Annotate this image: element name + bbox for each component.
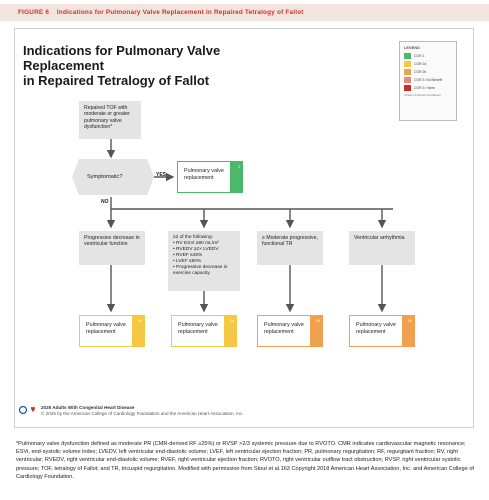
flow-connectors <box>72 139 393 313</box>
diagram-title: Indications for Pulmonary Valve Replacem… <box>23 43 293 88</box>
yes-outcome: Pulmonary valve replacement 1 <box>177 161 243 193</box>
legend-footer: (Class of Recommendation) <box>404 93 442 97</box>
criterion-item: • RVEDV ≥2× LVEDV <box>173 247 219 252</box>
criterion-multi-header: ≥2 of the following: <box>173 235 213 240</box>
decision-shape <box>72 159 154 195</box>
legend-label: COR 2b <box>414 70 427 74</box>
legend-item: COR 3: Harm <box>404 85 452 91</box>
legend-item: COR 3: No Benefit <box>404 77 452 83</box>
copyright-line2: © 2025 by the American College of Cardio… <box>41 411 244 416</box>
outcome-box: Pulmonary valve replacement 2b <box>349 315 415 347</box>
figure-label-bar: FIGURE 6 Indications for Pulmonary Valve… <box>0 4 489 21</box>
criterion-arrhythmia-label: Ventricular arrhythmia <box>354 235 405 241</box>
yes-outcome-label: Pulmonary valve replacement <box>184 168 224 181</box>
footnote: *Pulmonary valve dysfunction defined as … <box>16 441 474 480</box>
criterion-tr-label: ≥ Moderate progressive, functional TR <box>262 235 318 248</box>
legend-swatch <box>404 53 411 59</box>
start-node-label: Repaired TOF with moderate or greater pu… <box>84 105 130 131</box>
outcome-label: Pulmonary valve replacement <box>264 322 304 335</box>
criterion-multi: ≥2 of the following: • RV ESVi ≥80 mL/m²… <box>168 231 240 291</box>
cor-code: 1 <box>238 165 240 169</box>
copyright-line1: 2025 Adults With Congenital Heart Diseas… <box>41 405 135 410</box>
no-label: NO <box>101 199 109 205</box>
outcome-box: Pulmonary valve replacement 2a <box>171 315 237 347</box>
legend-swatch <box>404 69 411 75</box>
cor-bar: 1 <box>230 162 242 192</box>
legend-label: COR 2a <box>414 62 427 66</box>
criterion-item: • LVEF ≤50% <box>173 259 202 264</box>
legend-item: COR 2b <box>404 69 452 75</box>
criterion-item: • RV ESVi ≥80 mL/m² <box>173 241 219 246</box>
copyright-block: 2025 Adults With Congenital Heart Diseas… <box>41 405 244 417</box>
cor-code: 2a <box>138 319 142 323</box>
legend-item: COR 1 <box>404 53 452 59</box>
cor-code: 2a <box>230 319 234 323</box>
criterion-progressive: Progressive decrease in ventricular func… <box>79 231 145 265</box>
legend-label: COR 1 <box>414 54 425 58</box>
legend: LEGEND COR 1 COR 2a COR 2b COR 3: No Ben… <box>399 41 457 121</box>
diagram-panel: Indications for Pulmonary Valve Replacem… <box>14 28 474 428</box>
cor-bar: 2a <box>132 316 144 346</box>
cor-bar: 2b <box>310 316 322 346</box>
figure-title: Indications for Pulmonary Valve Replacem… <box>56 9 304 16</box>
cor-code: 2b <box>408 319 412 323</box>
cor-bar: 2b <box>402 316 414 346</box>
figure-number: FIGURE 6 <box>18 9 50 16</box>
legend-swatch <box>404 61 411 67</box>
yes-label: YES <box>156 172 167 178</box>
outcome-label: Pulmonary valve replacement <box>356 322 396 335</box>
outcome-box: Pulmonary valve replacement 2a <box>79 315 145 347</box>
legend-label: COR 3: No Benefit <box>414 78 443 82</box>
criterion-arrhythmia: Ventricular arrhythmia <box>349 231 415 265</box>
start-node: Repaired TOF with moderate or greater pu… <box>79 101 141 139</box>
diagram-title-line2: in Repaired Tetralogy of Fallot <box>23 73 210 88</box>
legend-swatch <box>404 77 411 83</box>
criterion-item: • Progressive decrease in exercise capac… <box>173 265 228 276</box>
cor-bar: 2a <box>224 316 236 346</box>
diagram-title-line1: Indications for Pulmonary Valve Replacem… <box>23 43 221 73</box>
decision-label: Symptomatic? <box>87 174 123 180</box>
cor-code: 2b <box>316 319 320 323</box>
acc-aha-logo <box>19 405 35 415</box>
legend-swatch <box>404 85 411 91</box>
outcome-box: Pulmonary valve replacement 2b <box>257 315 323 347</box>
legend-item: COR 2a <box>404 61 452 67</box>
outcome-label: Pulmonary valve replacement <box>86 322 126 335</box>
legend-label: COR 3: Harm <box>414 86 435 90</box>
legend-title: LEGEND <box>404 46 420 50</box>
criterion-item: • RVEF ≤46% <box>173 253 203 258</box>
outcome-label: Pulmonary valve replacement <box>178 322 218 335</box>
criterion-tr: ≥ Moderate progressive, functional TR <box>257 231 323 265</box>
criterion-progressive-label: Progressive decrease in ventricular func… <box>84 235 140 248</box>
